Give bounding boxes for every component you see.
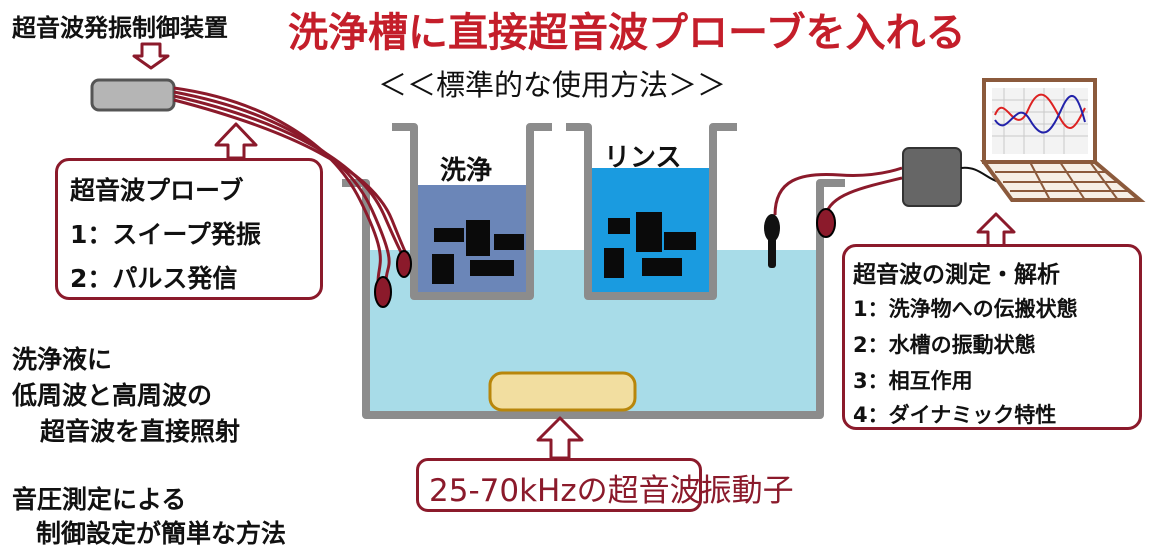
wash-tank <box>392 123 552 300</box>
rinse-object <box>608 218 630 234</box>
amplifier-device <box>902 147 962 207</box>
controller-label: 超音波発振制御装置 <box>12 14 228 42</box>
note-line: 超音波を直接照射 <box>40 417 241 446</box>
rinse-tank-label: リンス <box>604 143 682 173</box>
transducer-label: 25-70kHzの超音波振動子 <box>429 473 794 509</box>
rinse-objects <box>604 212 696 278</box>
note-line: 制御設定が簡単な方法 <box>36 519 287 548</box>
sensor-tip-red <box>816 208 836 238</box>
transducer-arrow-icon <box>536 416 584 460</box>
transducer <box>488 371 637 412</box>
wash-object <box>466 220 490 256</box>
probe-callout-item-2: 2：パルス発信 <box>70 264 238 293</box>
note-line: 低周波と高周波の <box>12 381 213 410</box>
rinse-object <box>636 212 662 252</box>
laptop-icon <box>980 78 1146 202</box>
wash-object <box>470 260 514 276</box>
probe-callout-title: 超音波プローブ <box>70 176 244 205</box>
wash-objects <box>432 220 524 284</box>
wash-object <box>432 254 454 284</box>
page-title: 洗浄槽に直接超音波プローブを入れる <box>288 10 966 56</box>
sensor-tip <box>764 214 780 242</box>
transducer-callout: 25-70kHzの超音波振動子 <box>416 458 794 512</box>
probe-cable <box>173 86 382 283</box>
probe-callout: 超音波プローブ 1：スイープ発振 2：パルス発信 <box>55 158 323 300</box>
probe-cable <box>173 90 391 283</box>
measure-callout-title: 超音波の測定・解析 <box>853 262 1060 288</box>
probe-arrow-icon <box>214 122 258 160</box>
note-line: 洗浄液に <box>12 345 113 374</box>
probe-callout-item-1: 1：スイープ発振 <box>70 220 261 249</box>
measure-callout-item-2: 2：水槽の振動状態 <box>853 333 1036 357</box>
measure-callout-item-1: 1：洗浄物への伝搬状態 <box>853 297 1078 321</box>
controller-device <box>90 78 176 112</box>
rinse-tank <box>566 123 737 300</box>
rinse-object <box>604 248 624 278</box>
rinse-object <box>642 258 682 276</box>
probe-tip <box>374 276 392 308</box>
measure-arrow-icon <box>976 212 1016 248</box>
sensor-cable <box>773 166 903 216</box>
measure-callout-item-3: 3：相互作用 <box>853 369 973 393</box>
probe-tip <box>396 250 412 278</box>
measure-callout-item-4: 4：ダイナミック特性 <box>853 403 1057 427</box>
measure-callout: 超音波の測定・解析 1：洗浄物への伝搬状態 2：水槽の振動状態 3：相互作用 4… <box>842 244 1142 430</box>
rinse-object <box>664 232 696 250</box>
controller-arrow-icon <box>132 42 170 70</box>
note-line: 音圧測定による <box>12 485 187 514</box>
subtitle: ＜＜標準的な使用方法＞＞ <box>378 68 727 102</box>
wash-tank-label: 洗浄 <box>440 156 493 186</box>
wash-object <box>434 228 464 242</box>
wash-object <box>494 234 524 250</box>
